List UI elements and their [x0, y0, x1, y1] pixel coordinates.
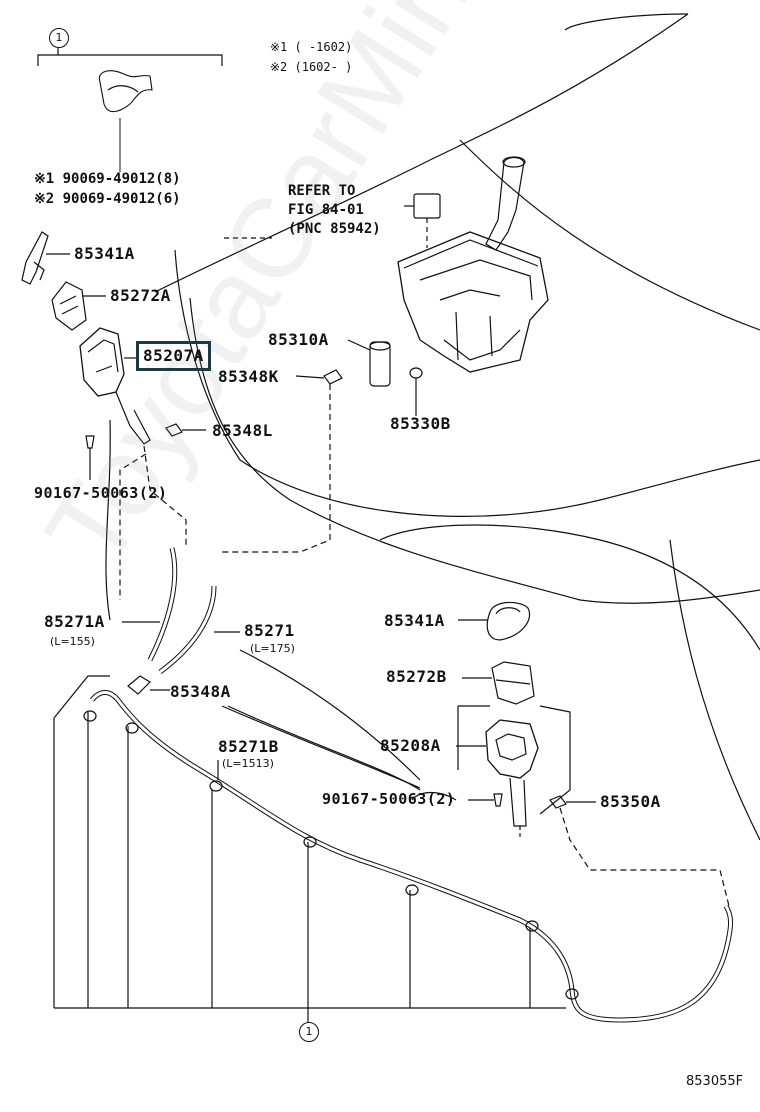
- part-85271A[interactable]: 85271A: [44, 612, 105, 631]
- bracket-bottom: [53, 675, 110, 719]
- part-85330B[interactable]: 85330B: [390, 414, 451, 433]
- part-85207A-highlighted[interactable]: 85207A: [136, 341, 211, 371]
- body-line-hood: [154, 13, 689, 293]
- part-85341A-right[interactable]: 85341A: [384, 611, 445, 630]
- legend-note-2: ※2 (1602- ): [270, 60, 353, 74]
- nozzle-85208A: [485, 719, 539, 779]
- part-85271-length: (L=175): [250, 642, 295, 655]
- part-85272B[interactable]: 85272B: [386, 667, 447, 686]
- bracket-85272B: [491, 661, 535, 705]
- part-85348K[interactable]: 85348K: [218, 367, 279, 386]
- hose-85271: [158, 585, 217, 675]
- reference-line-3: (PNC 85942): [288, 221, 381, 237]
- clip-icon: [98, 70, 153, 113]
- clip-part-number-2: ※2 90069-49012(6): [34, 191, 181, 207]
- part-85341A-top[interactable]: 85341A: [74, 244, 135, 263]
- bracket-85272A: [51, 281, 87, 331]
- diagram-code: 853055F: [686, 1074, 744, 1089]
- callout-circle-bottom: 1: [299, 1022, 319, 1042]
- part-90167-bottom[interactable]: 90167-50063(2): [322, 790, 456, 808]
- reference-line-1: REFER TO: [288, 183, 356, 199]
- part-85271A-length: (L=155): [50, 635, 95, 648]
- reference-line-2: FIG 84-01: [288, 202, 364, 218]
- washer-tank: [397, 231, 549, 373]
- part-85271B[interactable]: 85271B: [218, 737, 279, 756]
- part-85348A[interactable]: 85348A: [170, 682, 231, 701]
- nozzle-85207A: [79, 327, 125, 397]
- part-85271[interactable]: 85271: [244, 621, 295, 640]
- part-85272A[interactable]: 85272A: [110, 286, 171, 305]
- part-85348L[interactable]: 85348L: [212, 421, 273, 440]
- cap-85341A-right: [486, 601, 531, 641]
- clip-part-number-1: ※1 90069-49012(8): [34, 171, 181, 187]
- part-90167-top[interactable]: 90167-50063(2): [34, 484, 168, 502]
- part-85271B-length: (L=1513): [222, 757, 274, 770]
- bracket-top: [37, 54, 223, 66]
- part-85350A[interactable]: 85350A: [600, 792, 661, 811]
- legend-note-1: ※1 ( -1602): [270, 40, 353, 54]
- part-85208A[interactable]: 85208A: [380, 736, 441, 755]
- callout-circle-top: 1: [49, 28, 69, 48]
- cap-85341A: [21, 231, 49, 285]
- part-85310A[interactable]: 85310A: [268, 330, 329, 349]
